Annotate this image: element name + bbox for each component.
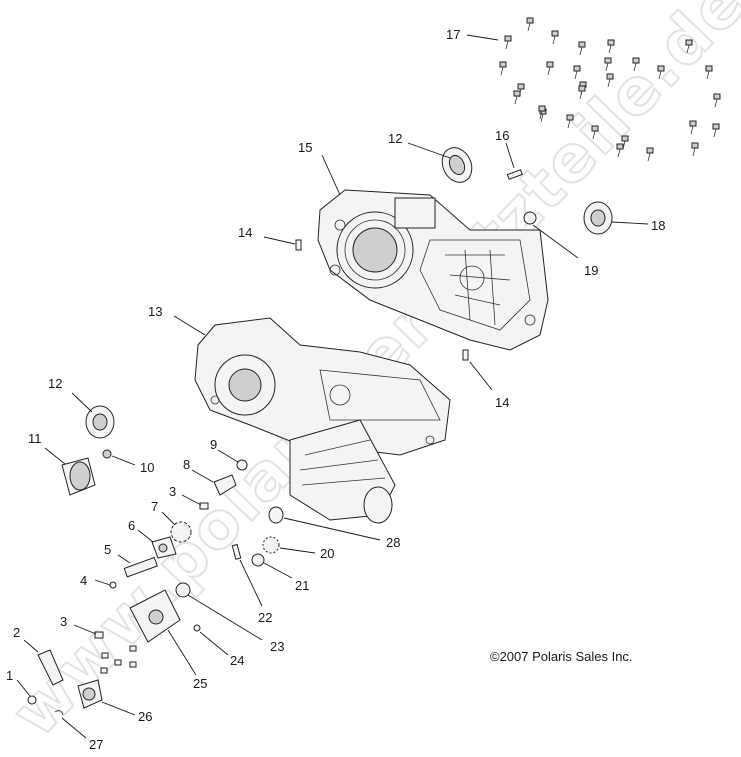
bolt-17: [646, 147, 654, 162]
callout-8: 8: [183, 457, 190, 472]
callout-19: 19: [584, 263, 598, 278]
bolt-17: [713, 93, 721, 108]
pin-22: [231, 543, 242, 560]
linkage-2: [37, 649, 64, 686]
crankcase-upper: [317, 189, 549, 351]
callout-15: 15: [298, 140, 312, 155]
bolt-17: [513, 90, 521, 105]
callout-7: 7: [151, 499, 158, 514]
callout-11: 11: [28, 431, 42, 446]
nut-21: [251, 553, 265, 567]
callout-24: 24: [230, 653, 244, 668]
shaft-5: [123, 556, 158, 578]
gear-7: [170, 521, 192, 543]
bolt-17: [607, 39, 615, 54]
seal-28: [268, 506, 284, 524]
crankcase-lower: [194, 317, 451, 524]
washer-4: [109, 581, 117, 589]
callout-leaders: [16, 34, 649, 739]
callout-18: 18: [651, 218, 665, 233]
pump-cover-25: [129, 589, 181, 643]
sensor-8: [213, 474, 237, 496]
plug-19: [523, 211, 537, 225]
bolt-17: [578, 41, 586, 56]
dowel-16: [506, 169, 523, 180]
gear-23: [175, 582, 191, 598]
seal-12-upper: [441, 147, 473, 183]
bolt-17: [566, 114, 574, 129]
callout-3a: 3: [169, 484, 176, 499]
callout-21: 21: [295, 578, 309, 593]
dowel-24: [193, 624, 201, 632]
oring-9: [236, 459, 248, 471]
nut-1: [27, 695, 37, 705]
bolt-17: [551, 30, 559, 45]
bolt-17: [546, 61, 554, 76]
dowel-14-lower: [462, 349, 469, 361]
copyright-text: ©2007 Polaris Sales Inc.: [490, 649, 633, 664]
callout-5: 5: [104, 542, 111, 557]
callout-17: 17: [446, 27, 460, 42]
bolt-17: [578, 85, 586, 100]
gear-20: [262, 536, 280, 554]
bolt-17: [616, 143, 624, 158]
bolt-17: [499, 61, 507, 76]
seal-12-lower: [85, 405, 115, 439]
bolt-3-lower: [94, 631, 104, 639]
bearing-11: [61, 457, 96, 496]
callout-6: 6: [128, 518, 135, 533]
callout-2: 2: [13, 625, 20, 640]
dowel-14-upper: [295, 239, 302, 251]
bolt-3-upper: [199, 502, 209, 510]
ring-10: [102, 449, 112, 459]
bolt-17: [606, 73, 614, 88]
bolt-17: [504, 35, 512, 50]
bolt-17: [632, 57, 640, 72]
callout-12a: 12: [48, 376, 62, 391]
bolt-17: [526, 17, 534, 32]
bolt-17: [685, 39, 693, 54]
callout-27: 27: [89, 737, 103, 752]
callout-numbers: 1 2 3 3 4 5 6 7 8 9 10 11 12 12 13 14 14…: [6, 27, 665, 752]
small-bolts-lower: [100, 645, 137, 674]
callout-14a: 14: [238, 225, 252, 240]
bolt-17: [604, 57, 612, 72]
bolt-17: [689, 120, 697, 135]
bolt-17: [573, 65, 581, 80]
callout-26: 26: [138, 709, 152, 724]
callout-28: 28: [386, 535, 400, 550]
callout-1: 1: [6, 668, 13, 683]
callout-3b: 3: [60, 614, 67, 629]
callout-25: 25: [193, 676, 207, 691]
bolt-17: [621, 135, 629, 150]
clip-27: [54, 710, 64, 716]
bolt-17: [691, 142, 699, 157]
bolt-17: [591, 125, 599, 140]
bolt-17: [657, 65, 665, 80]
bolt-cluster: [499, 17, 721, 162]
callout-9: 9: [210, 437, 217, 452]
callout-12b: 12: [388, 131, 402, 146]
bolt-17: [705, 65, 713, 80]
callout-22: 22: [258, 610, 272, 625]
callout-16: 16: [495, 128, 509, 143]
bearing-18: [583, 201, 613, 235]
callout-20: 20: [320, 546, 334, 561]
callout-13: 13: [148, 304, 162, 319]
callout-4: 4: [80, 573, 87, 588]
bolt-17: [538, 105, 546, 120]
actuator-26: [77, 679, 103, 709]
callout-10: 10: [140, 460, 154, 475]
callout-23: 23: [270, 639, 284, 654]
bracket-6: [151, 536, 177, 559]
bolt-17: [712, 123, 720, 138]
callout-14b: 14: [495, 395, 509, 410]
